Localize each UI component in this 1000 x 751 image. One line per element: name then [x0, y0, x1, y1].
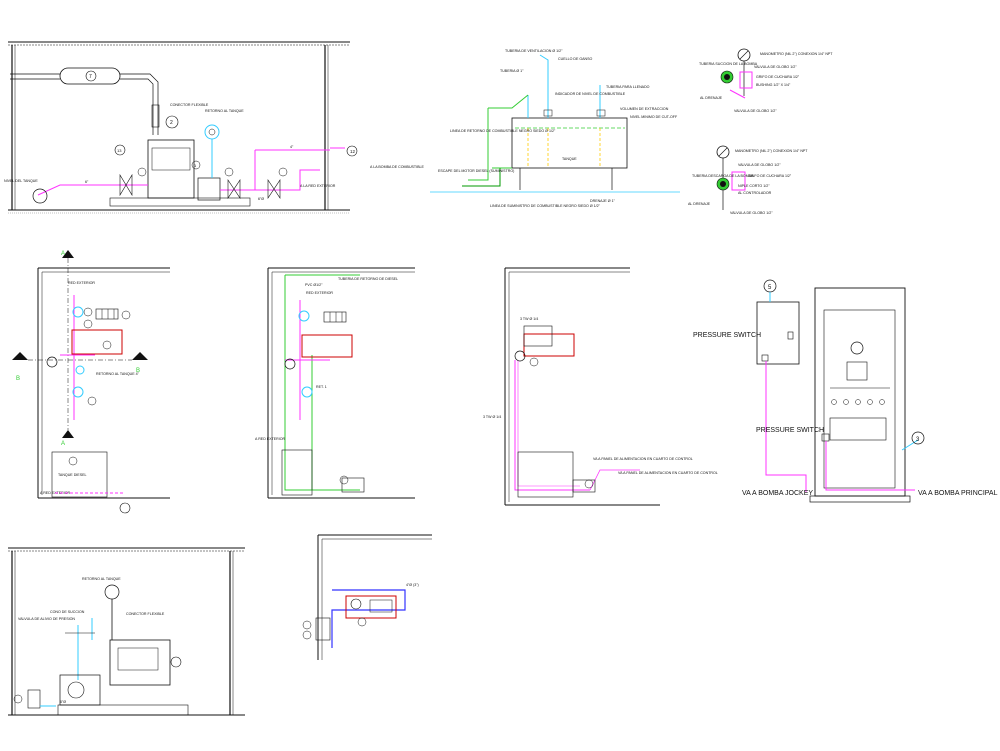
label-drain-1: AL DRENAJE: [700, 96, 723, 100]
muffler: [59, 67, 121, 85]
label-supply-line: LINEA DE SUMINISTRO DE COMBUSTIBLE NEGRO…: [490, 204, 601, 208]
control-panels: 5 PRESSURE SWITCH VA A BOMBA JOCKEY 3 PR…: [693, 279, 998, 503]
svg-text:13: 13: [117, 148, 122, 153]
jockey-label-pipe: 4"Ø (3"): [406, 583, 419, 587]
label-return-tank: RETORNO AL TANQUE: [205, 109, 244, 113]
plan2-label-diesel-pipe: TUBERIA DE RETORNO DE DIESEL: [338, 277, 398, 281]
gauge-details: MANOMETRO (NIL 2") CONEXION 1/4" NPT VAL…: [688, 48, 833, 215]
label-extraction-volume: VOLUMEN DE EXTRACCION: [620, 107, 669, 111]
label-fill-pipe: TUBERIA PARA LLENADO: [606, 85, 650, 89]
label-gooseneck: CUELLO DE GANSO: [558, 57, 593, 61]
main-pump-plan2: [301, 334, 353, 358]
svg-text:1: 1: [194, 163, 197, 168]
label-drain: DRENAJE Ø 1": [590, 199, 616, 203]
label-min-level: NIVEL MINIMO DE CUT-OFF: [630, 115, 678, 119]
plan2-label-red-exterior: RED EXTERIOR: [306, 291, 333, 295]
marker-3: 3: [916, 437, 920, 443]
label-nipple: NIPLE CORTO 1/2": [738, 184, 770, 188]
plan2-label-pvc: PVC Ø1/2": [305, 283, 323, 287]
plan1-label-return-tank: RETORNO AL TANQUE 4": [96, 372, 140, 376]
lower-label-pipe: 6"Ø: [60, 700, 66, 704]
label-vent-pipe: TUBERIA DE VENTILACION Ø 1/2": [505, 49, 563, 53]
label-globe-valve-1: VALVULA DE GLOBO 1/2": [754, 65, 797, 69]
label-tank: TANQUE: [562, 157, 577, 161]
label-bushing: BUSHING 1/2" X 1/4": [756, 83, 791, 87]
plan2-label-to-network: A RED EXTERIOR: [255, 437, 286, 441]
marker-5: 5: [768, 285, 772, 291]
main-pump-plan1: [71, 329, 123, 355]
plan1-label-diesel-tank: TANQUE DIESEL: [58, 473, 87, 477]
label-pipe-d: TUBERIA Ø 1": [500, 69, 524, 73]
jockey-pump-plan: [345, 595, 397, 619]
label-pipe-a: 4": [290, 145, 294, 149]
lower-label-suction-cone: CONO DE SUCCION: [50, 610, 85, 614]
label-to-main: VA A BOMBA PRINCIPAL: [918, 490, 998, 497]
section-mark-a-bottom: A: [61, 441, 65, 447]
label-to-pump: A LA BOMBA DE COMBUSTIBLE: [370, 165, 425, 169]
label-engine-exhaust: ESCAPE DEL MOTOR DIESEL (SUMINISTRO): [438, 169, 514, 173]
main-pump-plan3: [523, 333, 575, 357]
label-return-line: LINEA DE RETORNO DE COMBUSTIBLE NEGRO SI…: [450, 129, 556, 133]
svg-text:7: 7: [89, 74, 92, 80]
label-gauge-cock: GRIFO DE CUCHARA 1/2": [756, 75, 800, 79]
jockey-controller: [756, 301, 800, 365]
plan3-label-control-panel: VA A PANEL DE ALIMENTACION EN CUARTO DE …: [593, 457, 693, 461]
plan-view-1: A A B B RED EXTERIOR RETORNO AL TANQUE 4…: [12, 250, 170, 514]
label-from-tank: NIVEL DEL TANQUE: [4, 179, 38, 183]
plan3-label-sizes-2: 3 TW Ø 1/4: [483, 415, 501, 419]
section-mark-b-left: B: [16, 376, 20, 382]
label-pipe-b: 6": [85, 180, 89, 184]
section-mark-b-right: B: [136, 368, 140, 374]
main-controller: [814, 287, 906, 497]
label-manometer-1: MANOMETRO (NIL 2") CONEXION 1/4" NPT: [760, 52, 833, 56]
plan3-label-sizes: 3 TW Ø 1/4: [520, 317, 538, 321]
label-discharge-pipe: TUBERIA DESCARGA DE LA BOMBA: [692, 174, 754, 178]
label-to-controller: AL CONTROLADOR: [738, 191, 772, 195]
elevation-view: 7 CONECTOR FLEXIBLE 2 1 RETORNO AL TANQU…: [4, 41, 358, 214]
label-pipe-c: 6"Ø: [258, 197, 264, 201]
diesel-engine-lower: [109, 639, 171, 686]
label-cock-2: GRIFO DE CUCHARA 1/2": [748, 174, 792, 178]
label-globe-valve-3: VALVULA DE GLOBO 1/2": [738, 163, 781, 167]
plan1-label-red-exterior: RED EXTERIOR: [68, 281, 95, 285]
label-level-indicator: INDICADOR DE NIVEL DE COMBUSTIBLE: [555, 92, 626, 96]
label-globe-valve-4: VALVULA DE GLOBO 1/2": [730, 211, 773, 215]
label-flexible-connector: CONECTOR FLEXIBLE: [170, 103, 209, 107]
label-manometer-2: MANOMETRO (NIL 2") CONEXION 1/4" NPT: [735, 149, 808, 153]
section-mark-a-top: A: [61, 251, 65, 257]
svg-text:12: 12: [350, 149, 356, 154]
svg-text:2: 2: [170, 120, 173, 126]
plan2-label-ret: RET. 1: [316, 385, 327, 389]
label-to-jockey: VA A BOMBA JOCKEY: [742, 490, 813, 497]
label-drain-2: AL DRENAJE: [688, 202, 711, 206]
lower-elevation: RETORNO AL TANQUE CONO DE SUCCION VALVUL…: [8, 547, 245, 716]
lower-label-flexible-connector: CONECTOR FLEXIBLE: [126, 612, 165, 616]
fuel-tank: [511, 117, 628, 169]
label-pressure-switch-2: PRESSURE SWITCH: [756, 427, 824, 434]
plan3-label-control-panel-2: VA A PANEL DE ALIMENTACION EN CUARTO DE …: [618, 471, 718, 475]
lower-label-return-tank: RETORNO AL TANQUE: [82, 577, 121, 581]
fuel-tank-detail: TUBERIA DE VENTILACION Ø 1/2" CUELLO DE …: [370, 49, 680, 208]
plan-view-2: PVC Ø1/2" TUBERIA DE RETORNO DE DIESEL R…: [255, 267, 415, 499]
label-suction-pipe: TUBERIA SUCCION DE LA BOMBA: [699, 62, 758, 66]
lower-label-relief-valve: VALVULA DE ALIVIO DE PRESION: [18, 617, 75, 621]
label-pressure-switch-1: PRESSURE SWITCH: [693, 332, 761, 339]
diesel-engine: [147, 139, 195, 199]
label-to-network: A LA RED EXTERIOR: [300, 184, 336, 188]
label-globe-valve-2: VALVULA DE GLOBO 1/2": [734, 109, 777, 113]
plan-view-3: 3 TW Ø 1/4 3 TW Ø 1/4 VA A PANEL DE ALIM…: [483, 267, 718, 506]
jockey-detail: 4"Ø (3"): [302, 534, 432, 660]
